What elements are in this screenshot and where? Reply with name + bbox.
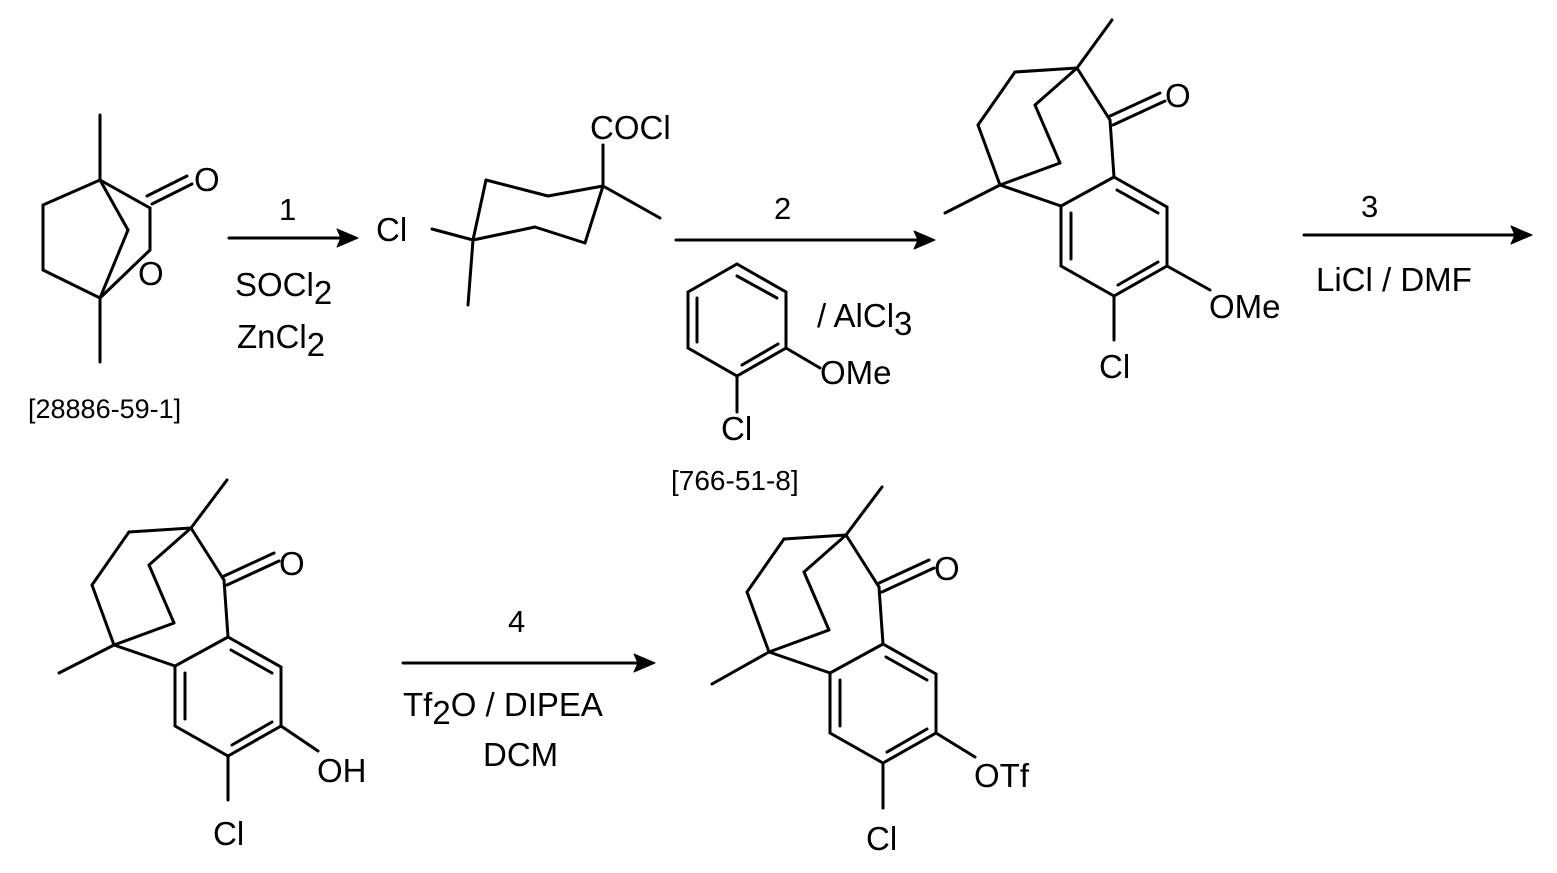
reaction-arrow-2 (676, 231, 935, 249)
step-1-number: 1 (279, 192, 296, 227)
ketone-methoxy-cl: Cl (1099, 348, 1130, 385)
triflate-oxygen: O (934, 550, 960, 587)
ketone-methoxy-ome: OMe (1209, 288, 1281, 325)
triflate-cl: Cl (866, 820, 897, 857)
step-3-reagents: LiCl / DMF (1316, 261, 1472, 298)
step-1-reagent-socl2: SOCl2 (235, 266, 332, 311)
start-cas-number: [28886-59-1] (28, 394, 181, 424)
ketone-methoxy-oxygen: O (1165, 77, 1191, 114)
phenol-oxygen: O (279, 545, 305, 582)
compound-acid-chloride (432, 145, 660, 305)
step-3-number: 3 (1361, 189, 1378, 224)
step-4-solvent-dcm: DCM (483, 736, 558, 773)
anisole-cas-number: [766-51-8] (671, 465, 799, 496)
compound-ketone-methoxy (945, 20, 1210, 340)
reaction-arrow-1 (229, 229, 358, 247)
step-2-number: 2 (774, 191, 791, 226)
reaction-arrow-3 (1304, 226, 1532, 244)
acid-chloride-cl: Cl (376, 211, 407, 248)
anisole-ome: OMe (820, 354, 892, 391)
compound-phenol (59, 480, 318, 800)
compound-2-chloroanisole (688, 264, 820, 412)
step-1-reagent-zncl2: ZnCl2 (237, 318, 325, 363)
phenol-oh: OH (317, 752, 367, 789)
phenol-cl: Cl (213, 815, 244, 852)
step-4-reagent-tf2o-dipea: Tf2O / DIPEA (403, 686, 603, 731)
step-2-reagent-alcl3: / AlCl3 (817, 297, 912, 342)
lactone-ring-oxygen: O (138, 255, 164, 292)
reaction-arrow-4 (403, 654, 655, 672)
lactone-carbonyl-oxygen: O (194, 161, 220, 198)
triflate-otf: OTf (974, 757, 1030, 794)
acid-chloride-cocl: COCl (590, 109, 671, 146)
compound-starting-lactone (43, 115, 192, 362)
step-4-number: 4 (508, 604, 525, 639)
anisole-cl: Cl (721, 410, 752, 447)
compound-triflate (712, 487, 975, 808)
